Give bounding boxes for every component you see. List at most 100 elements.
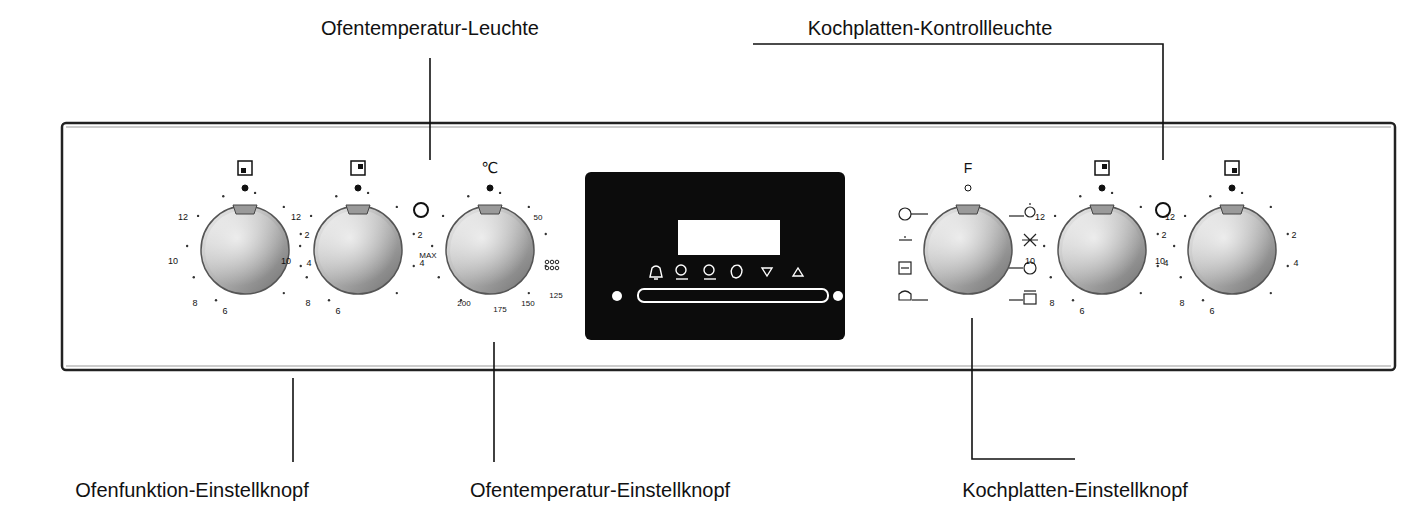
- control-knob: [431, 185, 547, 301]
- position-mark: [1229, 185, 1235, 191]
- scale-number: 10: [1155, 257, 1165, 267]
- scale-dot: [438, 276, 440, 278]
- scale-number: 6: [1079, 307, 1084, 317]
- scale-dot: [306, 276, 308, 278]
- function-icons: [899, 203, 1038, 304]
- scale-dot: [222, 195, 224, 197]
- scale-number: 2: [417, 231, 422, 241]
- display-screen: [678, 220, 780, 255]
- hob-zone-icon: [1095, 161, 1109, 175]
- knob-body: [314, 206, 402, 294]
- panel-edge: [66, 127, 1391, 128]
- scale-number: 200: [457, 300, 470, 309]
- grill-symbol: [545, 260, 559, 270]
- scale-dot: [215, 299, 217, 301]
- position-mark: [242, 185, 248, 191]
- scale-number: 2: [1161, 231, 1166, 241]
- scale-number: 12: [291, 213, 301, 223]
- scale-number: 6: [1209, 307, 1214, 317]
- display-dot: [833, 291, 843, 301]
- scale-dot: [1180, 276, 1182, 278]
- knob-grip: [346, 205, 370, 214]
- scale-dot: [367, 192, 369, 194]
- scale-dot: [467, 195, 469, 197]
- leader-lines: [293, 44, 1163, 462]
- scale-number: 8: [1179, 299, 1184, 309]
- knob-body: [1188, 206, 1276, 294]
- callout-label: Ofentemperatur-Leuchte: [321, 17, 539, 39]
- scale-dot: [1202, 299, 1204, 301]
- control-knob: [1173, 161, 1289, 301]
- hob-zone-icon: [238, 161, 252, 175]
- callout-label: Ofentemperatur-Einstellknopf: [470, 479, 730, 501]
- scale-dot: [545, 233, 547, 235]
- touch-slider: [638, 289, 828, 302]
- hob-zone-icon: [351, 161, 365, 175]
- scale-number: 8: [305, 299, 310, 309]
- scale-number: 12: [1165, 213, 1175, 223]
- scale-dot: [1241, 192, 1243, 194]
- scale-number: 10: [168, 257, 178, 267]
- control-knob: [924, 185, 1012, 294]
- scale-dot: [1111, 192, 1113, 194]
- scale-number: 6: [222, 307, 227, 317]
- scale-dot: [1050, 276, 1052, 278]
- panel-frame: [62, 123, 1395, 370]
- scale-dot: [442, 215, 444, 217]
- knob-body: [446, 206, 534, 294]
- position-mark: [1099, 185, 1105, 191]
- scale-dot: [1270, 206, 1272, 208]
- indicator-light: [414, 203, 428, 217]
- scale-dot: [1072, 299, 1074, 301]
- scale-dot: [1079, 195, 1081, 197]
- position-mark: [965, 185, 971, 191]
- scale-dot: [1140, 292, 1142, 294]
- scale-number: 4: [306, 259, 311, 269]
- knob-shine: [928, 210, 1008, 290]
- scale-dot: [1184, 215, 1186, 217]
- knob-grip: [1090, 205, 1114, 214]
- panel-edge: [66, 366, 1391, 367]
- scale-dot: [283, 206, 285, 208]
- scale-dot: [299, 245, 301, 247]
- scale-dot: [1157, 233, 1159, 235]
- scale-dot: [1287, 233, 1289, 235]
- scale-dot: [1209, 195, 1211, 197]
- control-knob: [1043, 161, 1159, 301]
- scale-number: 175: [493, 306, 506, 315]
- function-symbol: F: [964, 161, 973, 176]
- scale-dot: [197, 215, 199, 217]
- knob-grip: [956, 205, 980, 214]
- callout-label: Kochplatten-Einstellknopf: [962, 479, 1188, 501]
- control-knob: [299, 161, 415, 301]
- scale-dot: [1140, 206, 1142, 208]
- scale-dot: [186, 245, 188, 247]
- unit-symbol: ℃: [482, 160, 499, 177]
- scale-number: 2: [1291, 231, 1296, 241]
- display-panel: [585, 172, 845, 340]
- scale-dot: [1287, 265, 1289, 267]
- scale-dot: [335, 195, 337, 197]
- scale-number: MAX: [419, 252, 436, 261]
- scale-dot: [431, 245, 433, 247]
- knob-shine: [450, 210, 530, 290]
- callout-label: Ofenfunktion-Einstellknopf: [75, 479, 308, 501]
- scale-number: 6: [335, 307, 340, 317]
- scale-number: 2: [304, 231, 309, 241]
- scale-dot: [545, 265, 547, 267]
- scale-number: 50: [534, 214, 543, 223]
- scale-number: 8: [192, 299, 197, 309]
- position-mark: [355, 185, 361, 191]
- scale-dot: [1043, 245, 1045, 247]
- callout-label: Kochplatten-Kontrollleuchte: [808, 17, 1053, 39]
- scale-dot: [310, 215, 312, 217]
- position-mark: [487, 185, 493, 191]
- knob-body: [1058, 206, 1146, 294]
- scale-dot: [528, 292, 530, 294]
- knob-body: [924, 206, 1012, 294]
- scale-dot: [396, 292, 398, 294]
- knob-grip: [1220, 205, 1244, 214]
- knob-grip: [478, 205, 502, 214]
- scale-dot: [413, 233, 415, 235]
- scale-dot: [300, 233, 302, 235]
